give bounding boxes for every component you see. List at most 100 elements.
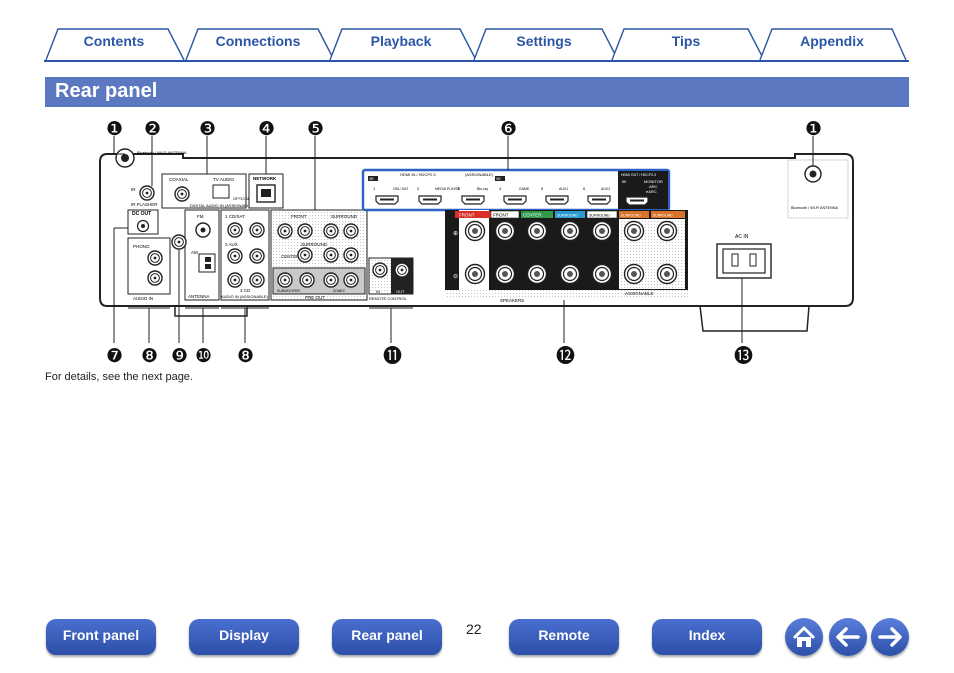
dc-out-side-jack[interactable] — [171, 234, 187, 250]
spk-assignable-1-plus[interactable] — [623, 220, 645, 242]
cd-jack-l[interactable] — [227, 272, 243, 288]
coaxial-jack[interactable] — [174, 186, 190, 202]
ac-in-label: AC IN — [735, 234, 749, 240]
hdmi-in-5-port[interactable] — [545, 195, 569, 205]
cd-sat-jack-r[interactable] — [249, 222, 265, 238]
tab-playback[interactable]: Playback — [370, 33, 432, 49]
tab-settings[interactable]: Settings — [516, 33, 572, 49]
aux-jack-r[interactable] — [249, 248, 265, 264]
spk-front-l-minus[interactable] — [494, 263, 516, 285]
display-button[interactable]: Display — [189, 619, 299, 655]
spk-sb-r-label: SURROUND — [621, 214, 641, 218]
preout-front-r[interactable] — [277, 223, 293, 239]
spk-assignable-2-minus[interactable] — [656, 263, 678, 285]
preout-surround-back-label: SURROUND — [301, 242, 328, 247]
spk-front-r-plus[interactable] — [464, 220, 486, 242]
spk-front-r-minus[interactable] — [464, 263, 486, 285]
spk-surround-l-label: SURROUND — [589, 214, 610, 218]
pre-out-label: PRE OUT — [305, 295, 325, 300]
hdmi-assignable-label: (ASSIGNABLE) — [465, 172, 494, 177]
spk-center-plus[interactable] — [526, 220, 548, 242]
callout-11: ⓫ — [383, 345, 402, 367]
callout-6: ❻ — [500, 119, 517, 140]
hdmi-2-num: 2 — [417, 186, 420, 191]
arc-label: ARC — [649, 184, 658, 189]
remote-out-jack[interactable] — [394, 262, 410, 278]
bt-antenna-right-label: Bluetooth / Wi-Fi ANTENNA — [791, 206, 839, 210]
aux-jack-l[interactable] — [227, 248, 243, 264]
spk-front-l-label: FRONT — [493, 213, 509, 218]
bt-antenna-left-label: Bluetooth / Wi-Fi ANTENNA — [137, 150, 187, 155]
preout-center[interactable] — [297, 247, 313, 263]
zone2-jack-r[interactable] — [323, 272, 339, 288]
preout-front-l[interactable] — [297, 223, 313, 239]
preout-surround-back-r[interactable] — [323, 247, 339, 263]
subwoofer-1-jack[interactable] — [277, 272, 293, 288]
phono-jack-left[interactable] — [147, 250, 163, 266]
arrow-left-icon — [836, 627, 860, 647]
spk-surround-r-minus[interactable] — [559, 263, 581, 285]
zone2-jack-l[interactable] — [343, 272, 359, 288]
hdmi-out-8k-label: 8K — [622, 180, 627, 184]
remote-in-jack[interactable] — [372, 262, 388, 278]
hdmi-8k-in-label: 8K — [370, 177, 375, 181]
phono-jack-right[interactable] — [147, 270, 163, 286]
am-antenna-terminal[interactable] — [198, 253, 216, 273]
spk-surround-l-plus[interactable] — [591, 220, 613, 242]
tab-contents[interactable]: Contents — [83, 33, 145, 49]
rear-panel-button[interactable]: Rear panel — [332, 619, 442, 655]
hdmi-5-num: 5 — [541, 186, 544, 191]
forward-button[interactable] — [871, 618, 909, 656]
index-button[interactable]: Index — [652, 619, 762, 655]
preout-center-label: CENTER — [281, 254, 300, 259]
tab-connections[interactable]: Connections — [215, 33, 301, 49]
hdmi-3-name: Blu-ray — [477, 187, 488, 191]
aux-label: 2 AUX — [225, 242, 238, 247]
preout-surround-back-l[interactable] — [343, 247, 359, 263]
optical-jack[interactable] — [212, 184, 230, 199]
front-panel-button[interactable]: Front panel — [46, 619, 156, 655]
spk-center-minus[interactable] — [526, 263, 548, 285]
hdmi-6-num: 6 — [583, 186, 586, 191]
home-button[interactable] — [785, 618, 823, 656]
hdmi-in-2-port[interactable] — [418, 195, 442, 205]
cd-jack-r[interactable] — [249, 272, 265, 288]
preout-surround-l[interactable] — [343, 223, 359, 239]
back-button[interactable] — [829, 618, 867, 656]
callout-4: ❹ — [258, 119, 275, 140]
tab-tips[interactable]: Tips — [671, 33, 701, 49]
digital-audio-in-label: DIGITAL AUDIO IN (ASSIGNABLE) — [190, 203, 254, 208]
hdmi-in-6-port[interactable] — [587, 195, 611, 205]
tab-appendix[interactable]: Appendix — [800, 33, 864, 49]
callout-1: ❶ — [106, 119, 123, 140]
callout-8: ❽ — [141, 346, 158, 367]
remote-button[interactable]: Remote — [509, 619, 619, 655]
callout-1-right: ❶ — [805, 119, 822, 140]
hdmi-in-1-port[interactable] — [375, 195, 399, 205]
assignable-label: ASSIGNABLE — [625, 291, 654, 296]
spk-surround-l-minus[interactable] — [591, 263, 613, 285]
remote-in-label: IN — [376, 289, 380, 294]
tv-audio-label: TV AUDIO — [213, 177, 235, 182]
callout-2: ❷ — [144, 119, 161, 140]
spk-surround-r-plus[interactable] — [559, 220, 581, 242]
remote-control-label: REMOTE CONTROL — [369, 296, 408, 301]
subwoofer-2-jack[interactable] — [299, 272, 315, 288]
hdmi-in-3-port[interactable] — [461, 195, 485, 205]
network-label: NETWORK — [253, 176, 277, 181]
hdmi-in-4-port[interactable] — [503, 195, 527, 205]
antenna-label: ANTENNA — [188, 294, 210, 299]
spk-assignable-2-plus[interactable] — [656, 220, 678, 242]
hdmi-4-name: GAME — [519, 187, 530, 191]
hdmi-out-label: HDMI OUT / HDCP2.3 — [621, 173, 656, 177]
spk-front-l-plus[interactable] — [494, 220, 516, 242]
preout-surround-r[interactable] — [323, 223, 339, 239]
hdmi-out-monitor-port[interactable] — [625, 196, 649, 206]
preout-front-label: FRONT — [291, 214, 307, 219]
ir-flasher-jack[interactable] — [139, 185, 155, 201]
cd-label: 3 CD — [240, 288, 251, 293]
details-note: For details, see the next page. — [45, 371, 193, 383]
spk-assignable-1-minus[interactable] — [623, 263, 645, 285]
subwoofer-label: SUBWOOFER — [277, 289, 300, 293]
cd-sat-jack-l[interactable] — [227, 222, 243, 238]
